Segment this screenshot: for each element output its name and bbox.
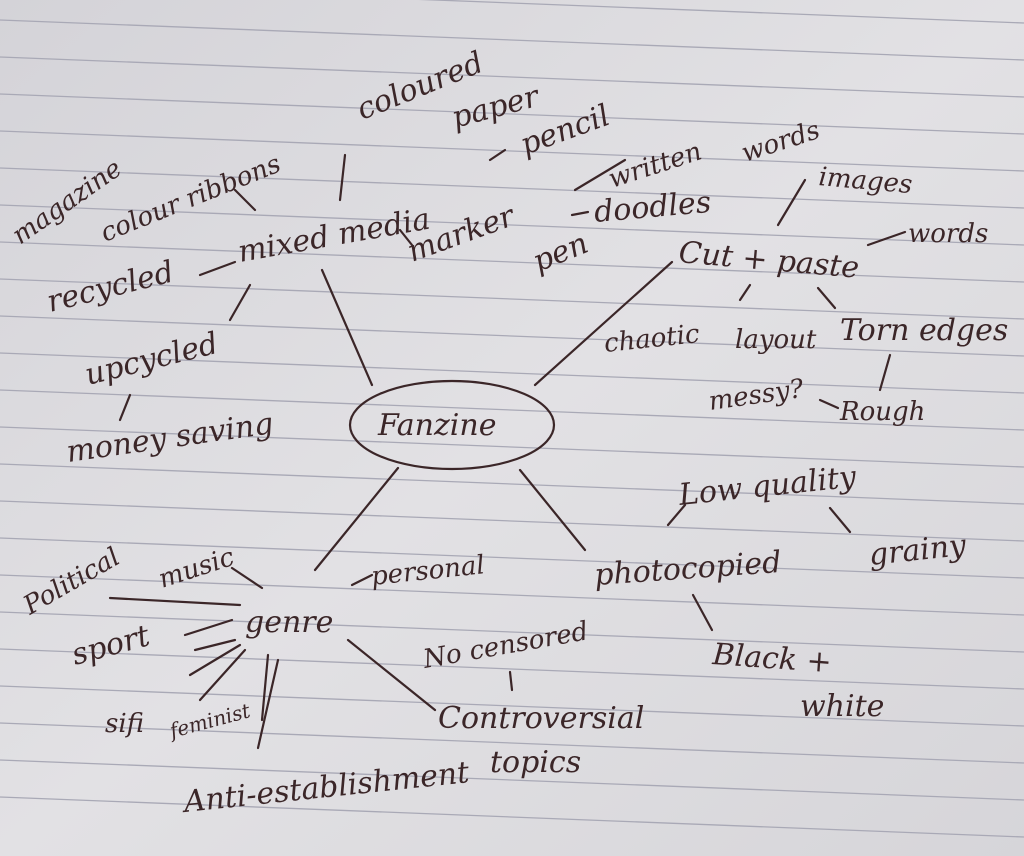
ruled-line: [0, 611, 1024, 653]
ruled-line: [0, 537, 1024, 579]
node-torn-edges: Torn edges: [840, 313, 1008, 348]
ruled-line: [0, 278, 1024, 320]
ruled-line: [0, 204, 1024, 246]
node-layout: layout: [735, 325, 817, 355]
node-sifi: sifi: [105, 709, 144, 739]
node-words-2: words: [908, 219, 988, 249]
ruled-lines: [0, 0, 1024, 838]
center-node: Fanzine: [377, 408, 496, 443]
ruled-line: [0, 796, 1024, 838]
ruled-line: [0, 167, 1024, 209]
ruled-line: [0, 19, 1024, 61]
ruled-line: [0, 759, 1024, 801]
ruled-line: [0, 574, 1024, 616]
ruled-line: [0, 685, 1024, 727]
node-topics: topics: [490, 745, 581, 780]
ruled-line: [418, 0, 1024, 24]
ruled-line: [0, 426, 1024, 468]
node-black: Black +: [710, 637, 832, 680]
node-white: white: [800, 689, 884, 724]
ruled-line: [0, 93, 1024, 135]
ruled-line: [0, 56, 1024, 98]
node-controversial: Controversial: [438, 701, 644, 736]
ruled-line: [0, 463, 1024, 505]
ruled-line: [0, 315, 1024, 357]
ruled-line: [0, 648, 1024, 690]
center-ellipse: [348, 379, 556, 471]
ruled-line: [0, 352, 1024, 394]
ruled-line: [0, 722, 1024, 764]
ruled-line: [0, 500, 1024, 542]
branch-genre: genre: [245, 605, 333, 640]
ruled-line: [0, 241, 1024, 283]
ruled-line: [0, 389, 1024, 431]
node-rough: Rough: [839, 397, 925, 427]
connectors: [108, 148, 907, 750]
ruled-line: [0, 130, 1024, 172]
